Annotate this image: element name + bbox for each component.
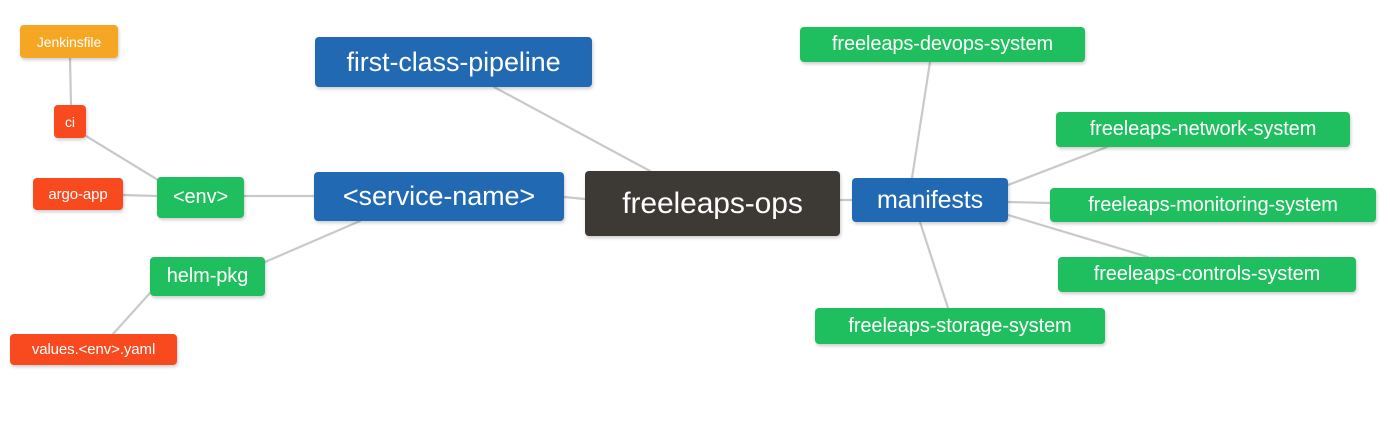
mindmap-node-freeleaps-network-system[interactable]: freeleaps-network-system xyxy=(1056,112,1350,147)
edge-ci-env xyxy=(84,134,160,182)
edge-service-name-root xyxy=(562,195,587,201)
edge-manifests-network xyxy=(1006,145,1109,187)
mindmap-node-jenkinsfile[interactable]: Jenkinsfile xyxy=(20,25,118,58)
mindmap-node-freeleaps-controls-system[interactable]: freeleaps-controls-system xyxy=(1058,257,1356,292)
mindmap-node-first-class-pipeline[interactable]: first-class-pipeline xyxy=(315,37,592,87)
edge-jenkinsfile-ci xyxy=(68,56,73,107)
edge-manifests-storage xyxy=(918,220,950,310)
mindmap-node-env[interactable]: <env> xyxy=(157,177,244,218)
edge-manifests-monitoring xyxy=(1006,200,1052,205)
edge-devops-manifests xyxy=(910,60,932,180)
mindmap-node-manifests[interactable]: manifests xyxy=(852,178,1008,222)
mindmap-node-freeleaps-monitoring-system[interactable]: freeleaps-monitoring-system xyxy=(1050,188,1376,222)
edge-helm-pkg-service-name xyxy=(263,219,362,264)
edge-pipeline-root xyxy=(492,85,652,173)
mindmap-node-freeleaps-ops[interactable]: freeleaps-ops xyxy=(585,171,840,236)
mindmap-node-argo-app[interactable]: argo-app xyxy=(33,178,123,210)
edge-values-helm-pkg xyxy=(111,291,152,336)
mindmap-node-ci[interactable]: ci xyxy=(54,105,86,138)
edge-argo-app-env xyxy=(121,193,159,198)
mindmap-node-freeleaps-devops-system[interactable]: freeleaps-devops-system xyxy=(800,27,1085,62)
mindmap-node-helm-pkg[interactable]: helm-pkg xyxy=(150,257,265,296)
edge-manifests-controls xyxy=(1006,213,1150,259)
mindmap-node-freeleaps-storage-system[interactable]: freeleaps-storage-system xyxy=(815,308,1105,344)
mindmap-node-service-name[interactable]: <service-name> xyxy=(314,172,564,221)
mindmap-node-values-env-yaml[interactable]: values.<env>.yaml xyxy=(10,334,177,365)
